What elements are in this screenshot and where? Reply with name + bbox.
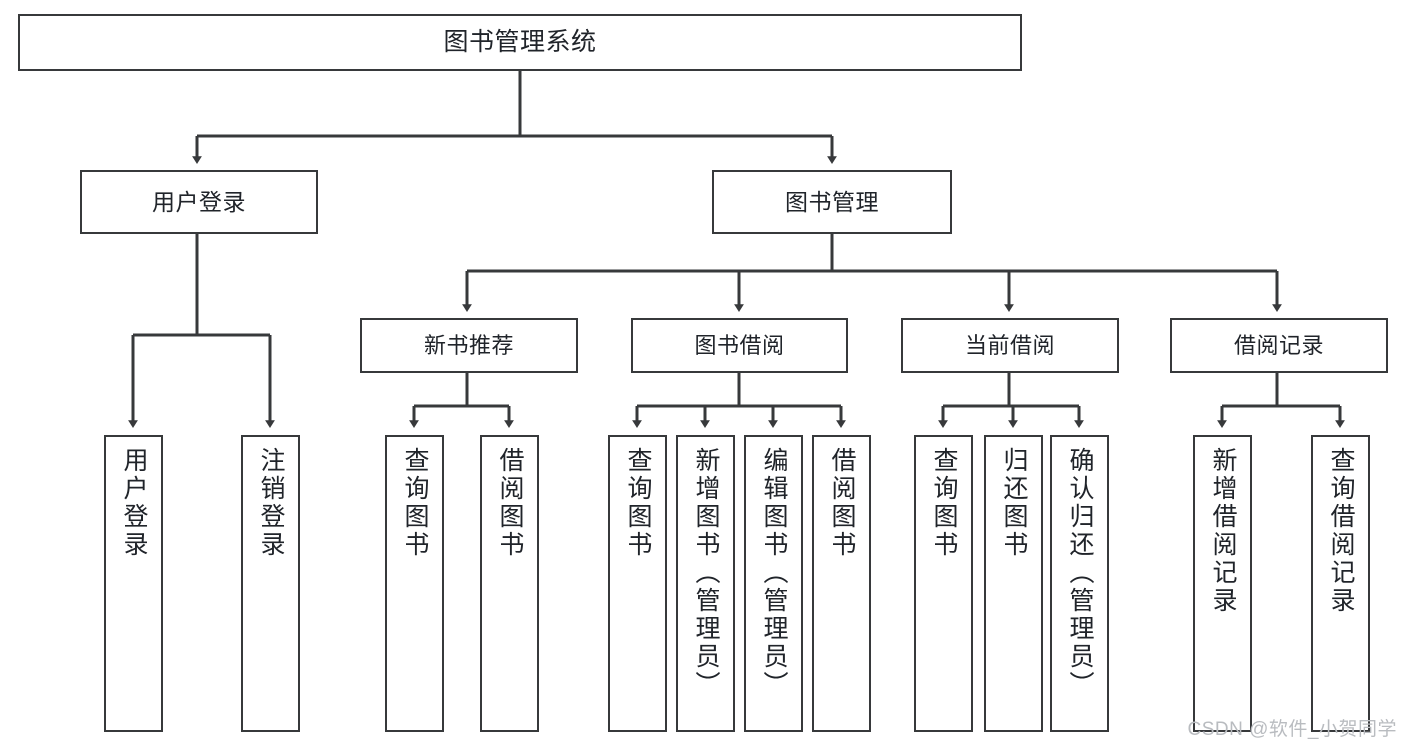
leaf-user-login-label: 用户登录 — [120, 447, 148, 559]
leaf-logout[interactable]: 注销登录 — [241, 435, 300, 732]
leaf-logout-label: 注销登录 — [257, 447, 285, 559]
leaf-current-return-book-label: 归还图书 — [1000, 447, 1028, 559]
leaf-borrow-add-book-admin-label: 新增图书（管理员） — [692, 447, 720, 699]
node-user-login-label: 用户登录 — [152, 188, 246, 215]
node-new-book-recommend-label: 新书推荐 — [423, 332, 514, 358]
node-root-label: 图书管理系统 — [443, 28, 597, 56]
node-book-borrow-label: 图书借阅 — [694, 332, 785, 358]
leaf-current-confirm-return-admin-label: 确认归还（管理员） — [1066, 447, 1094, 699]
leaf-records-query-record-label: 查询借阅记录 — [1327, 447, 1355, 615]
node-root[interactable]: 图书管理系统 — [18, 14, 1022, 71]
leaf-current-confirm-return-admin[interactable]: 确认归还（管理员） — [1050, 435, 1109, 732]
csdn-watermark: CSDN @软件_小贺同学 — [1187, 719, 1397, 740]
node-borrow-records-label: 借阅记录 — [1233, 332, 1324, 358]
node-new-book-recommend[interactable]: 新书推荐 — [360, 318, 578, 373]
leaf-borrow-add-book-admin[interactable]: 新增图书（管理员） — [676, 435, 735, 732]
leaf-newbook-query-book-label: 查询图书 — [401, 447, 429, 559]
leaf-newbook-query-book[interactable]: 查询图书 — [385, 435, 444, 732]
leaf-borrow-edit-book-admin-label: 编辑图书（管理员） — [760, 447, 788, 699]
leaf-current-return-book[interactable]: 归还图书 — [984, 435, 1043, 732]
node-book-management-label: 图书管理 — [785, 188, 879, 215]
leaf-records-add-record[interactable]: 新增借阅记录 — [1193, 435, 1252, 732]
leaf-records-query-record[interactable]: 查询借阅记录 — [1311, 435, 1370, 732]
leaf-borrow-query-book[interactable]: 查询图书 — [608, 435, 667, 732]
leaf-user-login[interactable]: 用户登录 — [104, 435, 163, 732]
node-user-login[interactable]: 用户登录 — [80, 170, 318, 234]
leaf-borrow-query-book-label: 查询图书 — [624, 447, 652, 559]
node-book-borrow[interactable]: 图书借阅 — [631, 318, 848, 373]
node-borrow-records[interactable]: 借阅记录 — [1170, 318, 1388, 373]
leaf-borrow-edit-book-admin[interactable]: 编辑图书（管理员） — [744, 435, 803, 732]
leaf-current-query-book[interactable]: 查询图书 — [914, 435, 973, 732]
node-book-management[interactable]: 图书管理 — [712, 170, 952, 234]
node-current-borrow[interactable]: 当前借阅 — [901, 318, 1119, 373]
leaf-borrow-borrow-book[interactable]: 借阅图书 — [812, 435, 871, 732]
leaf-current-query-book-label: 查询图书 — [930, 447, 958, 559]
node-current-borrow-label: 当前借阅 — [964, 332, 1055, 358]
leaf-newbook-borrow-book-label: 借阅图书 — [496, 447, 524, 559]
leaf-newbook-borrow-book[interactable]: 借阅图书 — [480, 435, 539, 732]
leaf-borrow-borrow-book-label: 借阅图书 — [828, 447, 856, 559]
leaf-records-add-record-label: 新增借阅记录 — [1209, 447, 1237, 615]
